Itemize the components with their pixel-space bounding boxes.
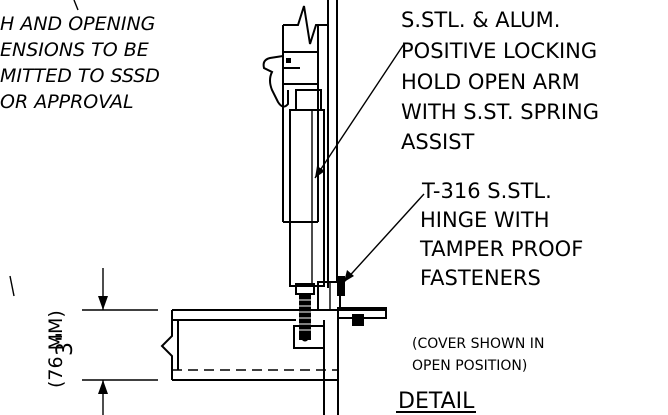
- submittal-note-leader: [73, 0, 79, 11]
- arm-callout-line-1: S.STL. & ALUM.: [401, 8, 560, 32]
- submittal-note-line-2: ENSIONS TO BE: [0, 39, 149, 61]
- open-cover-assembly: [262, 0, 387, 349]
- detail-title-block: DETAIL: [396, 389, 476, 414]
- arm-callout: S.STL. & ALUM. POSITIVE LOCKING HOLD OPE…: [314, 8, 599, 179]
- arm-callout-line-4: WITH S.ST. SPRING: [401, 100, 599, 124]
- cover-position-note: (COVER SHOWN IN OPEN POSITION): [412, 336, 544, 374]
- hinge-callout-line-3: TAMPER PROOF: [419, 237, 583, 261]
- hinge-callout: T-316 S.STL. HINGE WITH TAMPER PROOF FAS…: [343, 179, 583, 290]
- latch-handle: [262, 55, 289, 108]
- arm-callout-arrowhead: [315, 166, 325, 178]
- frame-section: [160, 309, 386, 415]
- dim-arrowhead-top: [98, 296, 108, 310]
- depth-dimension: 3" (76 MM): [9, 268, 158, 415]
- break-line-top: [283, 5, 328, 45]
- hinge-callout-line-2: HINGE WITH: [420, 208, 550, 232]
- hinge-callout-leader: [343, 193, 425, 283]
- submittal-note-line-1: H AND OPENING: [0, 13, 155, 35]
- cover-note-line-2: OPEN POSITION): [412, 358, 527, 374]
- arm-callout-line-2: POSITIVE LOCKING: [401, 39, 597, 63]
- bracket-bolt: [301, 334, 309, 342]
- hinge-leaf: [337, 276, 345, 296]
- arm-callout-line-3: HOLD OPEN ARM: [401, 70, 580, 94]
- hinge-callout-line-1: T-316 S.STL.: [421, 179, 552, 203]
- frame-fastener: [352, 314, 364, 326]
- cover-note-line-1: (COVER SHOWN IN: [412, 336, 544, 352]
- arm-thread-marks: [299, 299, 311, 331]
- submittal-note-line-3: MITTED TO SSSD: [0, 65, 160, 87]
- latch-bolt: [286, 58, 291, 63]
- hold-open-arm-cylinder: [289, 109, 325, 287]
- submittal-note: H AND OPENING ENSIONS TO BE MITTED TO SS…: [0, 0, 160, 113]
- detail-title: DETAIL: [398, 389, 475, 414]
- dim-arrowhead-bottom: [98, 380, 108, 394]
- dim-value: 3": [53, 332, 78, 356]
- hinge-callout-line-4: FASTENERS: [420, 266, 541, 290]
- dim-side-leader: [9, 275, 15, 297]
- submittal-note-line-4: OR APPROVAL: [0, 91, 134, 113]
- arm-callout-line-5: ASSIST: [401, 130, 475, 154]
- hinge-callout-arrowhead: [344, 270, 354, 282]
- arm-threaded-rod: [299, 294, 311, 340]
- arm-callout-leader: [314, 43, 405, 179]
- dim-metric: (76 MM): [45, 310, 67, 388]
- frame-break-line: [160, 310, 173, 380]
